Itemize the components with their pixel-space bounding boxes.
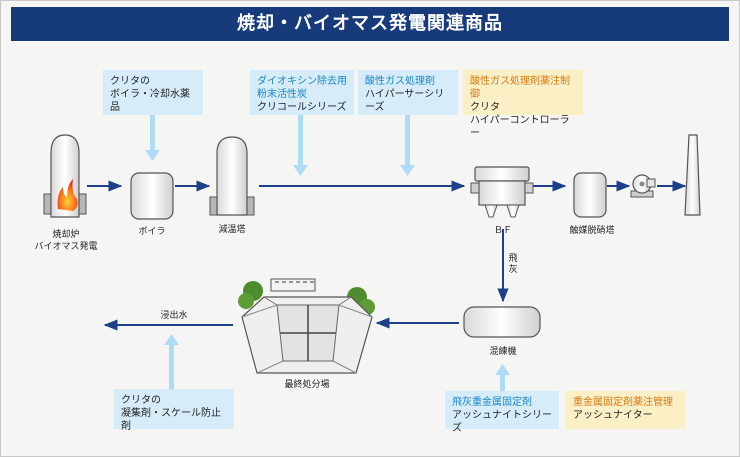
dioxin-carbon-line1: ダイオキシン除去用 bbox=[257, 76, 347, 87]
fly-ash-label: 飛 灰 bbox=[507, 254, 519, 276]
kneader-icon bbox=[463, 306, 541, 338]
denitration-label: 触媒脱硝塔 bbox=[569, 226, 615, 236]
incinerator-label: 焼却炉 バイオマス発電 bbox=[23, 229, 109, 253]
denitration-tower-icon bbox=[573, 172, 607, 218]
bag-filter-icon bbox=[470, 166, 534, 218]
supply-arrow-acid-gas bbox=[400, 115, 415, 176]
controller-line2: クリタ bbox=[470, 102, 500, 113]
controller-line3: ハイパーコントローラー bbox=[470, 115, 570, 139]
leachate-label: 浸出水 bbox=[160, 311, 188, 321]
boiler-icon bbox=[130, 172, 174, 220]
fly-ash-fixer-line2: アッシュナイトシリーズ bbox=[452, 410, 552, 434]
landfill-label: 最終処分場 bbox=[284, 380, 330, 390]
fixer-control-line2: アッシュナイター bbox=[573, 410, 653, 421]
boiler-chemicals-line2: ボイラ・冷却水薬品 bbox=[110, 89, 190, 113]
coagulant-line2: 凝集剤・スケール防止剤 bbox=[121, 408, 221, 432]
fly-ash-fixer-box: 飛灰重金属固定剤 アッシュナイトシリーズ bbox=[445, 391, 559, 434]
boiler-label: ボイラ bbox=[138, 227, 166, 237]
boiler-chemicals-line1: クリタの bbox=[110, 76, 150, 87]
fly-ash-fixer-line1: 飛灰重金属固定剤 bbox=[452, 397, 532, 408]
fly-ash-label-line1: 飛 bbox=[508, 254, 518, 264]
dioxin-carbon-box: ダイオキシン除去用 粉末活性炭 クリコールシリーズ bbox=[250, 70, 354, 115]
page-title: 焼却・バイオマス発電関連商品 bbox=[11, 7, 729, 41]
bag-filter-label: ＢＦ bbox=[493, 226, 512, 236]
kneader-label: 混練機 bbox=[489, 347, 517, 357]
boiler-chemicals-box: クリタの ボイラ・冷却水薬品 bbox=[103, 70, 203, 115]
acid-gas-box: 酸性ガス処理剤 ハイパーサーシリーズ bbox=[358, 70, 458, 115]
coagulant-line1: クリタの bbox=[121, 395, 161, 406]
incinerator-icon bbox=[43, 134, 87, 218]
fly-ash-label-line2: 灰 bbox=[508, 265, 518, 275]
incinerator-label-line1: 焼却炉 bbox=[52, 230, 80, 240]
stack-icon bbox=[684, 134, 701, 216]
controller-line1: 酸性ガス処理剤薬注制御 bbox=[470, 76, 570, 100]
supply-arrow-coagulant bbox=[164, 334, 179, 389]
fixer-control-box: 重金属固定剤薬注管理 アッシュナイター bbox=[566, 391, 686, 429]
coagulant-box: クリタの 凝集剤・スケール防止剤 bbox=[114, 389, 234, 432]
landfill-icon bbox=[238, 278, 375, 374]
dioxin-carbon-line3: クリコールシリーズ bbox=[257, 102, 347, 113]
cooling-tower-icon bbox=[209, 136, 255, 216]
fixer-control-line1: 重金属固定剤薬注管理 bbox=[573, 397, 673, 408]
acid-gas-line2: ハイパーサーシリーズ bbox=[365, 89, 445, 113]
controller-box: 酸性ガス処理剤薬注制御 クリタ ハイパーコントローラー bbox=[463, 70, 583, 139]
acid-gas-line1: 酸性ガス処理剤 bbox=[365, 76, 435, 87]
supply-arrow-fly-ash-fixer bbox=[495, 364, 510, 391]
cooling-tower-label: 減温塔 bbox=[218, 225, 246, 235]
dioxin-carbon-line2: 粉末活性炭 bbox=[257, 89, 307, 100]
fan-icon bbox=[630, 174, 656, 198]
incinerator-label-line2: バイオマス発電 bbox=[34, 242, 98, 252]
supply-arrow-boiler bbox=[145, 115, 160, 161]
supply-arrow-dioxin bbox=[293, 115, 308, 176]
